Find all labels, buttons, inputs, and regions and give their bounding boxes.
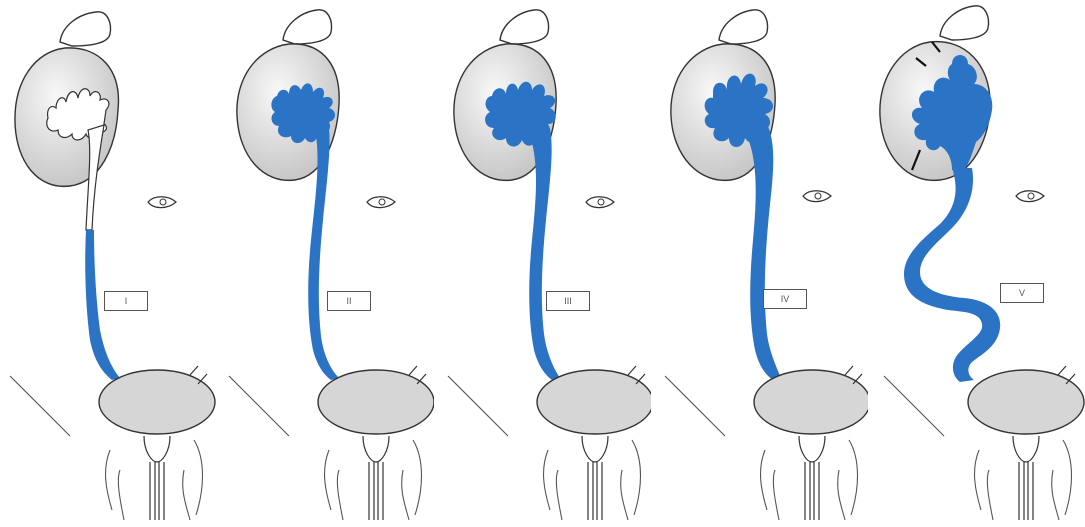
bladder	[754, 370, 868, 434]
grade-label-5: V	[1000, 283, 1044, 303]
eye-outline-mark	[803, 191, 831, 202]
grade-panel-5: V	[868, 0, 1085, 527]
urethra	[1013, 436, 1039, 520]
grade-panel-1: I	[0, 0, 217, 527]
grade-4-illustration	[651, 0, 868, 527]
adrenal-gland	[719, 10, 767, 44]
grade-3-illustration	[434, 0, 651, 527]
grade-label-3: III	[546, 291, 590, 311]
grade-2-illustration	[217, 0, 434, 527]
urethra	[144, 436, 170, 520]
tortuous-ureter-contrast	[904, 168, 1000, 382]
urethra	[582, 436, 608, 520]
urethra	[799, 436, 825, 520]
eye-outline-mark	[1016, 191, 1044, 202]
grade-5-illustration	[868, 0, 1085, 527]
bladder	[537, 370, 651, 434]
urethra	[363, 436, 389, 520]
eye-outline-mark	[367, 197, 395, 208]
grade-label-4: IV	[763, 289, 807, 309]
grade-panel-2: II	[217, 0, 434, 527]
bladder	[968, 370, 1084, 434]
adrenal-gland	[500, 10, 548, 44]
bladder	[99, 370, 215, 434]
eye-outline-mark	[148, 197, 176, 208]
grade-1-illustration	[0, 0, 217, 527]
grade-panel-4: IV	[651, 0, 868, 527]
adrenal-gland	[283, 10, 331, 44]
adrenal-gland	[60, 12, 110, 46]
grade-label-2: II	[327, 291, 371, 311]
eye-outline-mark	[586, 197, 614, 208]
adrenal-gland	[940, 6, 988, 40]
bladder	[318, 370, 434, 434]
grade-label-1: I	[104, 291, 148, 311]
grade-panel-3: III	[434, 0, 651, 527]
